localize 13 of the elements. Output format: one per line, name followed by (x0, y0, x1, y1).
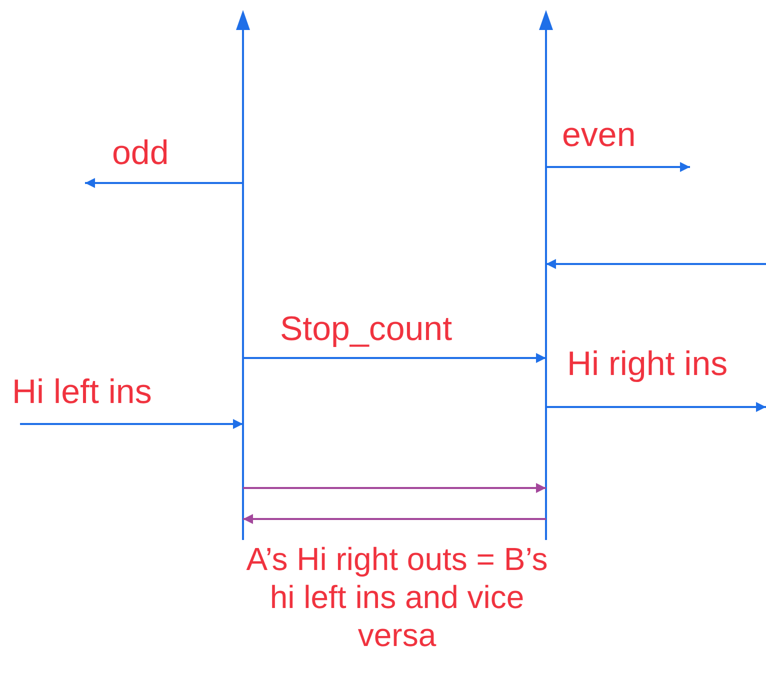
arrow (546, 162, 690, 172)
edge-label: Hi right ins (567, 345, 728, 383)
arrow (546, 259, 766, 269)
arrow (243, 483, 546, 493)
edge-label: even (562, 116, 636, 154)
arrow (243, 353, 546, 363)
edge-label: Stop_count (280, 310, 452, 348)
edge-label: odd (112, 134, 169, 172)
arrow (85, 178, 243, 188)
arrow (20, 419, 243, 429)
arrow (546, 402, 766, 412)
arrow (243, 514, 546, 524)
edge-label: Hi left ins (12, 373, 152, 411)
